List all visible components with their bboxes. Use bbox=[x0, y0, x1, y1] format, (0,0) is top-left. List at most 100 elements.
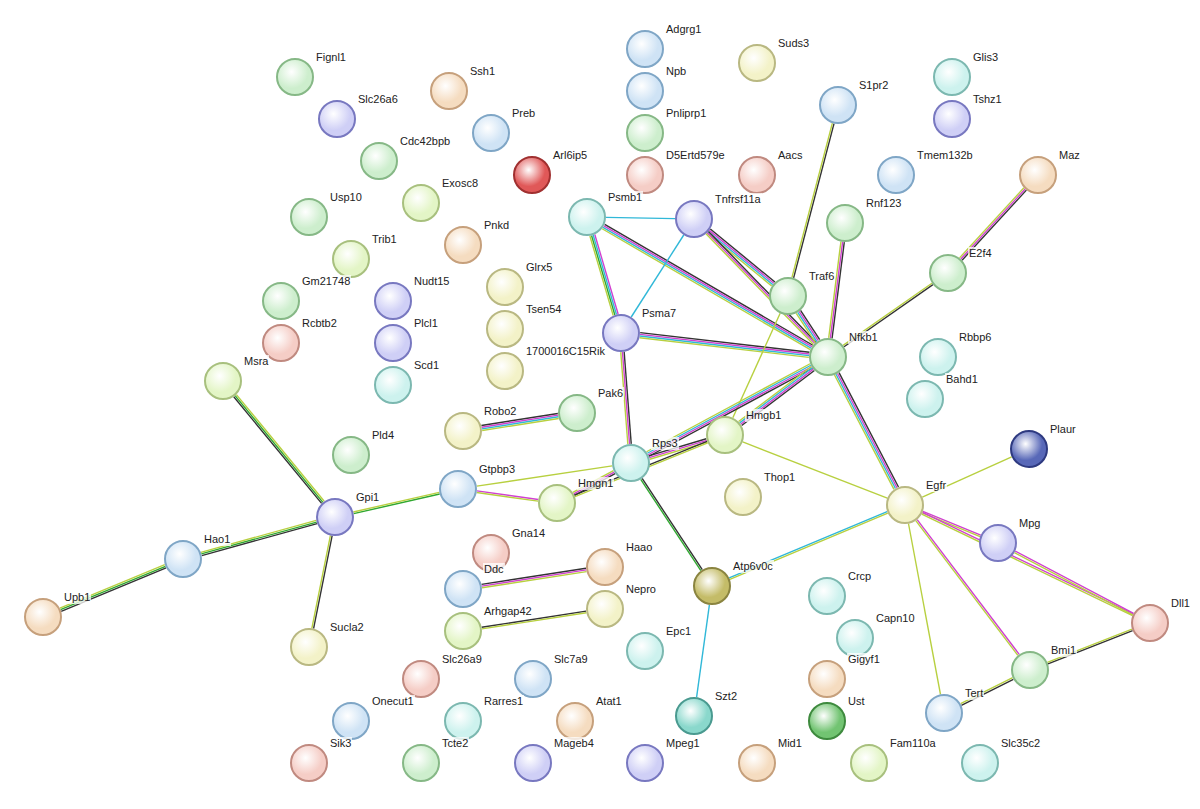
interaction-edge bbox=[916, 520, 1019, 656]
node-label: Psmb1 bbox=[607, 191, 643, 204]
node-label: E2f4 bbox=[968, 247, 993, 260]
evidence-line bbox=[832, 242, 844, 338]
protein-node: Plcl1 bbox=[374, 324, 412, 362]
interaction-edge bbox=[922, 511, 980, 536]
evidence-line bbox=[641, 479, 701, 570]
protein-node: Tcte2 bbox=[402, 744, 440, 782]
protein-node: Tnfrsf11a bbox=[675, 200, 713, 238]
node-label: Usp10 bbox=[329, 191, 363, 204]
evidence-line bbox=[922, 514, 1133, 616]
interaction-edge bbox=[647, 364, 813, 456]
protein-node: Gm21748 bbox=[262, 282, 300, 320]
protein-node: Preb bbox=[472, 114, 510, 152]
protein-node: Nepro bbox=[586, 590, 624, 628]
evidence-line bbox=[314, 536, 333, 629]
evidence-line bbox=[922, 512, 1133, 614]
node-label: Nfkb1 bbox=[848, 331, 879, 344]
protein-node: Glis3 bbox=[933, 58, 971, 96]
node-label: Tmem132b bbox=[916, 149, 974, 162]
protein-node: Exosc8 bbox=[402, 184, 440, 222]
node-label: Haao bbox=[625, 541, 653, 554]
node-label: Nepro bbox=[625, 583, 657, 596]
evidence-line bbox=[1047, 629, 1132, 662]
node-label: Epc1 bbox=[665, 625, 692, 638]
evidence-line bbox=[697, 605, 710, 697]
evidence-line bbox=[706, 234, 814, 345]
node-label: Mid1 bbox=[777, 737, 803, 750]
protein-node: Atp6v0c bbox=[693, 567, 731, 605]
protein-node: Bmi1 bbox=[1011, 651, 1049, 689]
interaction-edge bbox=[835, 373, 899, 490]
evidence-line bbox=[792, 123, 832, 277]
protein-node: Maz bbox=[1019, 156, 1057, 194]
node-label: Suds3 bbox=[777, 37, 810, 50]
interaction-edge bbox=[1047, 629, 1132, 664]
interaction-edge bbox=[707, 229, 775, 286]
evidence-line bbox=[201, 522, 316, 554]
interaction-edge bbox=[641, 478, 703, 570]
protein-node: Aacs bbox=[738, 156, 776, 194]
protein-node: Msra bbox=[204, 362, 242, 400]
interaction-edge bbox=[234, 395, 324, 504]
node-label: Tsen54 bbox=[525, 303, 562, 316]
node-label: Crcp bbox=[847, 570, 872, 583]
evidence-line bbox=[649, 368, 813, 456]
node-label: Pnliprp1 bbox=[665, 107, 707, 120]
node-label: Mageb4 bbox=[553, 737, 595, 750]
protein-node: Psma7 bbox=[602, 314, 640, 352]
interaction-edge bbox=[573, 471, 615, 496]
protein-node: Suds3 bbox=[738, 44, 776, 82]
node-label: Ssh1 bbox=[469, 65, 496, 78]
protein-node: Slc7a9 bbox=[514, 660, 552, 698]
node-label: Rarres1 bbox=[483, 695, 524, 708]
node-label: 1700016C15Rik bbox=[525, 345, 606, 358]
protein-node: 1700016C15Rik bbox=[486, 352, 524, 390]
evidence-line bbox=[917, 520, 1019, 655]
protein-node: Gpi1 bbox=[316, 498, 354, 536]
protein-node: Psmb1 bbox=[568, 198, 606, 236]
node-label: Tshz1 bbox=[972, 93, 1003, 106]
interaction-edge bbox=[909, 524, 941, 695]
node-label: Rnf123 bbox=[865, 197, 902, 210]
interaction-edge bbox=[743, 442, 888, 498]
node-label: Capn10 bbox=[875, 612, 916, 625]
evidence-line bbox=[640, 336, 809, 356]
node-label: Ddc bbox=[483, 563, 505, 576]
evidence-line bbox=[743, 442, 888, 498]
evidence-line bbox=[961, 679, 1013, 705]
interaction-edge bbox=[201, 520, 317, 555]
protein-node: Cdc42bpb bbox=[360, 142, 398, 180]
evidence-line bbox=[482, 418, 558, 430]
evidence-line bbox=[839, 373, 898, 487]
node-label: Bahd1 bbox=[945, 373, 979, 386]
evidence-line bbox=[201, 520, 316, 552]
evidence-line bbox=[592, 235, 615, 315]
interaction-edge bbox=[477, 491, 539, 501]
evidence-line bbox=[740, 368, 813, 423]
protein-node: Pnkd bbox=[444, 226, 482, 264]
node-label: Preb bbox=[511, 107, 536, 120]
evidence-line bbox=[1048, 631, 1133, 664]
evidence-line bbox=[843, 283, 932, 345]
interaction-edge bbox=[829, 242, 845, 339]
evidence-line bbox=[838, 373, 897, 487]
node-label: Onecut1 bbox=[371, 695, 415, 708]
protein-node: Slc26a6 bbox=[318, 100, 356, 138]
node-label: Slc26a9 bbox=[441, 653, 483, 666]
node-label: Tert bbox=[964, 687, 984, 700]
protein-node: Crcp bbox=[808, 577, 846, 615]
interaction-edge bbox=[922, 457, 1011, 497]
protein-node: Nudt15 bbox=[374, 282, 412, 320]
protein-node: Epc1 bbox=[626, 632, 664, 670]
node-label: Maz bbox=[1058, 149, 1081, 162]
node-label: D5Ertd579e bbox=[665, 149, 726, 162]
node-label: Npb bbox=[665, 65, 687, 78]
evidence-line bbox=[708, 232, 773, 285]
node-label: Upb1 bbox=[63, 591, 91, 604]
interaction-edge bbox=[631, 235, 684, 317]
protein-node: Rarres1 bbox=[444, 702, 482, 740]
evidence-line bbox=[1015, 551, 1133, 613]
protein-node: Pak6 bbox=[558, 394, 596, 432]
interaction-edge bbox=[590, 235, 618, 316]
